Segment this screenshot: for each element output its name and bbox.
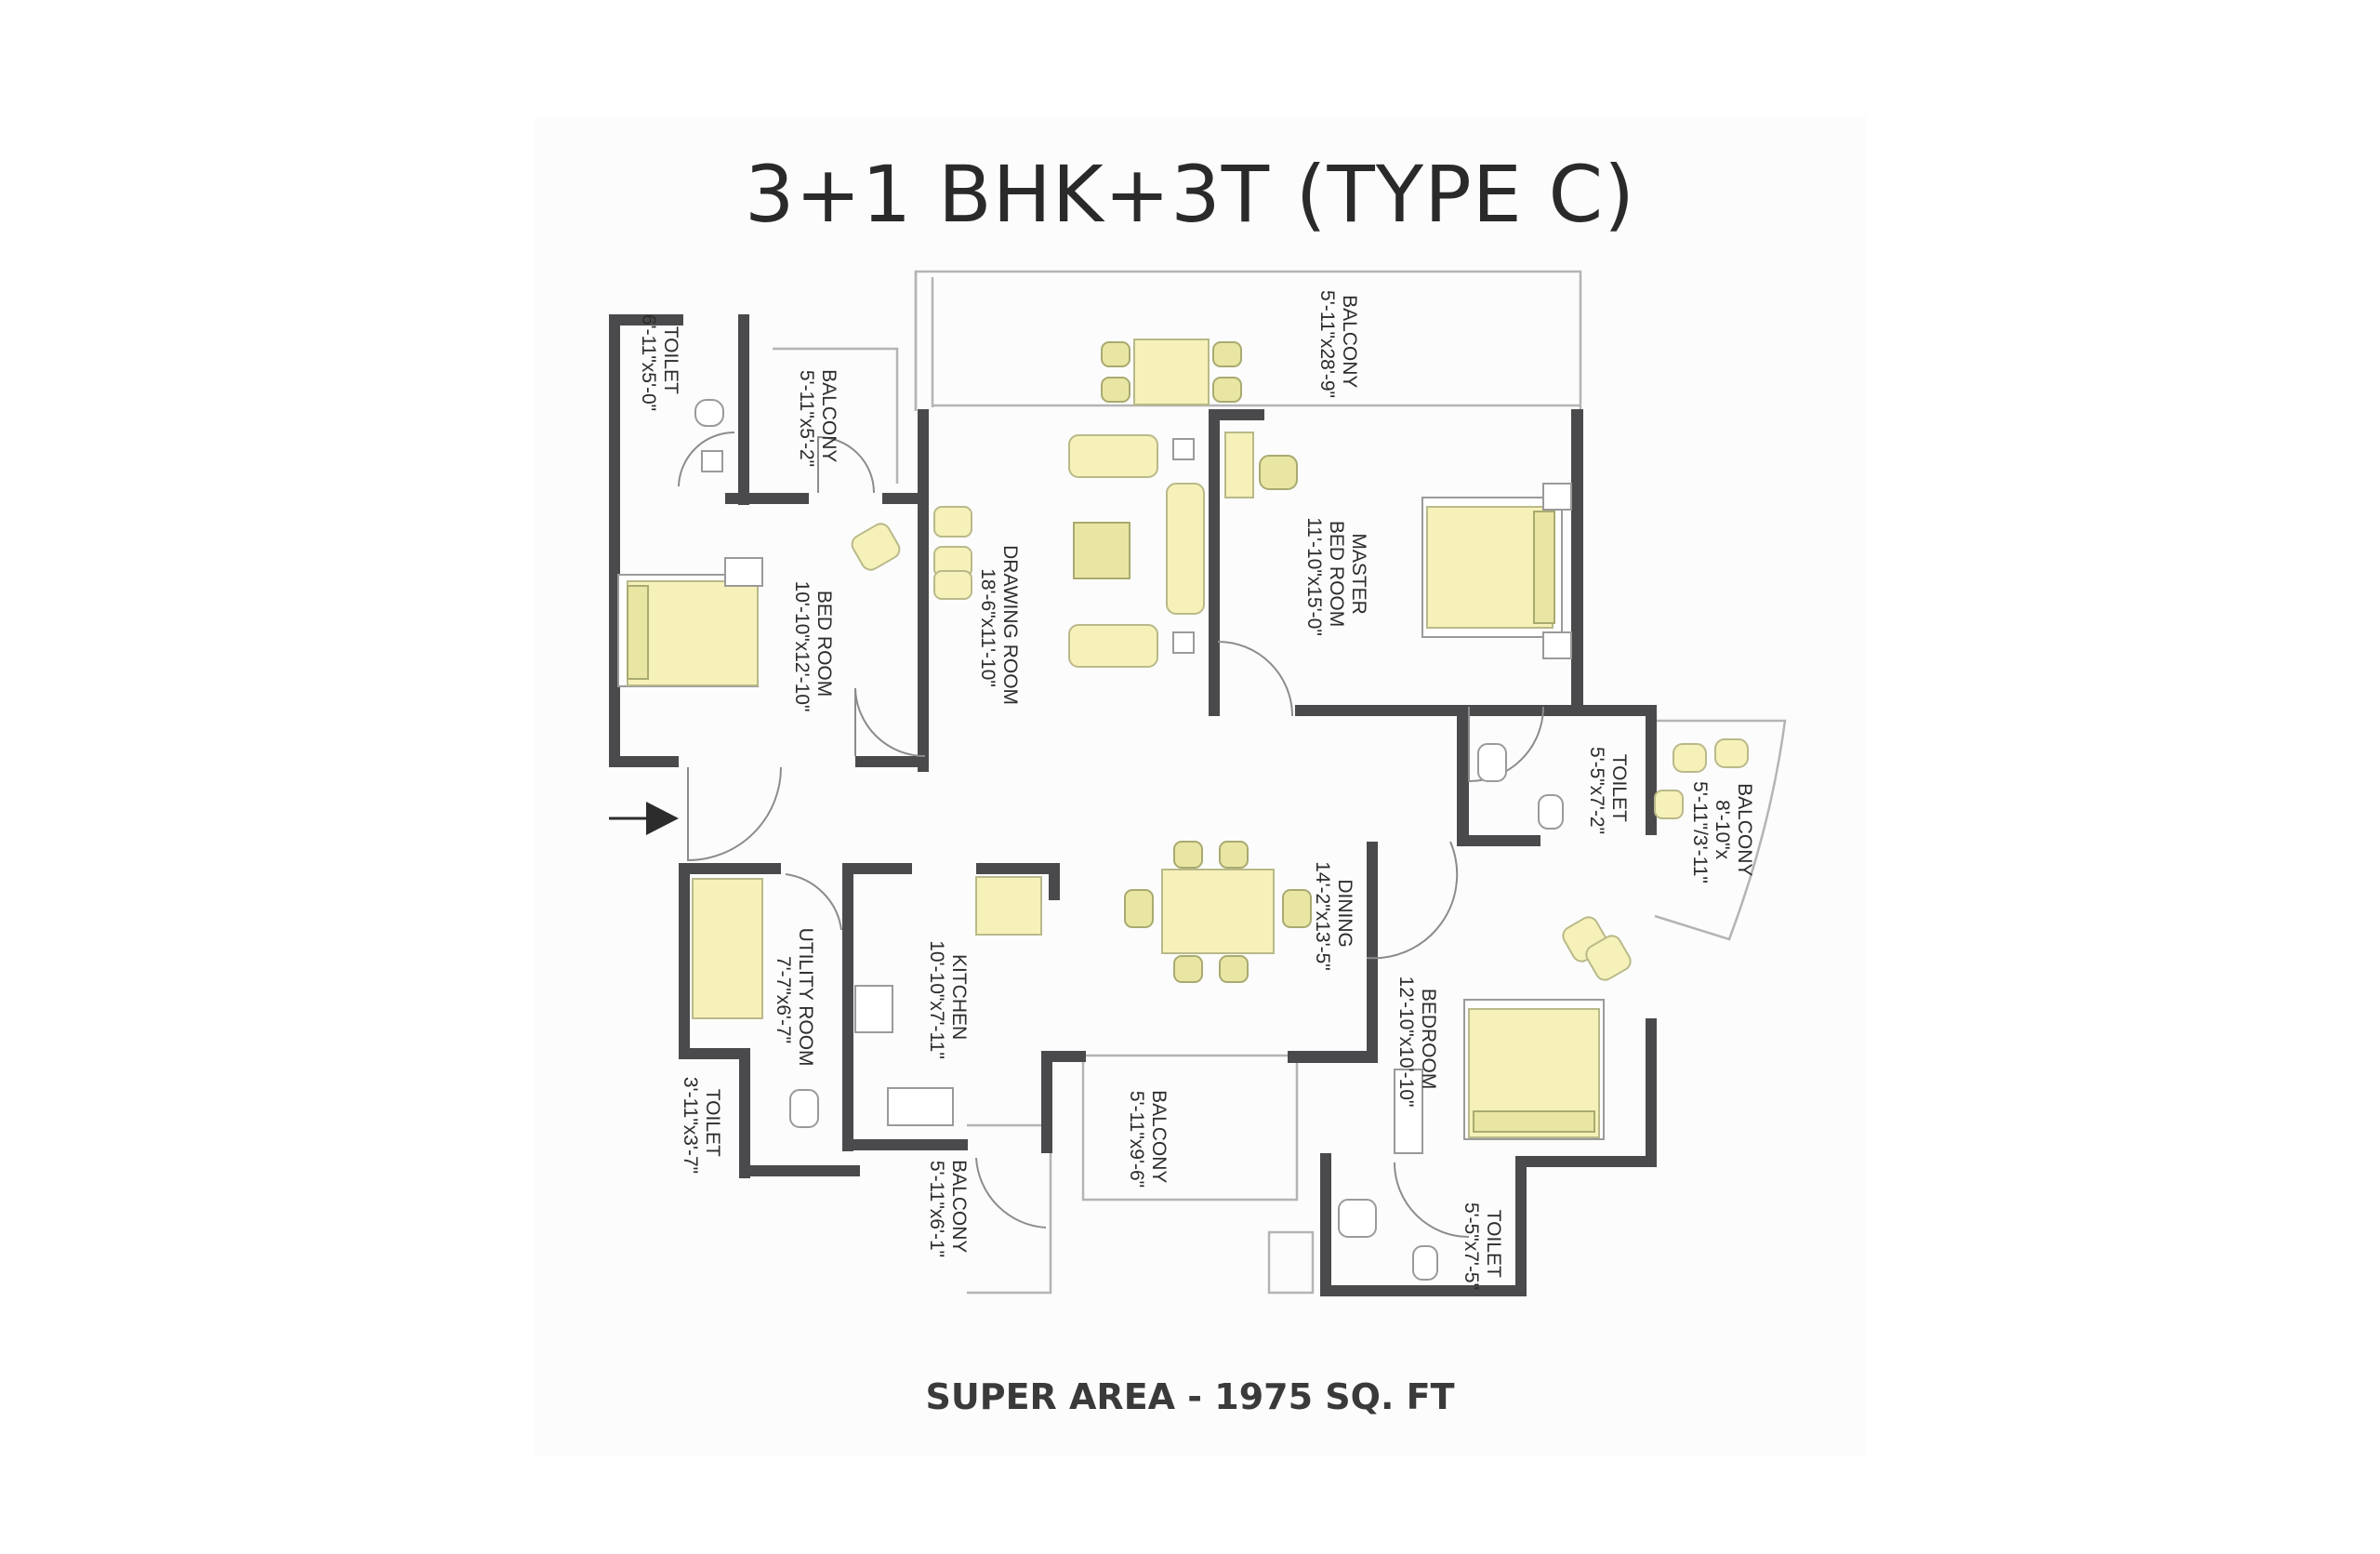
label-drawing-room: DRAWING ROOM 18'-6"x11'-10": [977, 545, 1021, 711]
label-balcony-s: BALCONY 5'-11"x6'-1": [926, 1160, 970, 1258]
toilet-fixtures-icon: [694, 399, 1564, 1281]
label-dining: DINING 14'-2"x13'-5": [1312, 861, 1355, 971]
balcony-outlines: [773, 270, 1787, 1295]
label-balcony-sc: BALCONY 5'-11"x9'-6": [1126, 1090, 1170, 1189]
dining-table-icon: [1101, 339, 1242, 405]
label-balcony-nw: BALCONY 5'-11"x5'-2": [796, 369, 840, 468]
label-toilet-e: TOILET 5'-5"x7'-2": [1586, 747, 1630, 834]
walls: [609, 314, 1657, 1296]
label-toilet-nw: TOILET 6'-11"x5'-0": [638, 314, 681, 411]
utility-counter-icon: [692, 878, 763, 1019]
label-balcony-top: BALCONY 5'-11"x28'-9": [1316, 290, 1360, 398]
label-bedroom-se: BEDROOM 12'-10"x10'-10": [1395, 976, 1439, 1108]
balcony-furniture-icon: [1654, 738, 1749, 819]
super-area-caption: SUPER AREA - 1975 SQ. FT: [925, 1376, 1455, 1417]
label-toilet-sw: TOILET 3'-11"x3'-7": [680, 1077, 723, 1174]
label-bedroom-w: BED ROOM 10'-10"x12'-10": [791, 581, 835, 712]
label-balcony-e: BALCONY 8'-10"x 5'-11"/3'-11": [1689, 781, 1755, 883]
bed-icon: [617, 557, 763, 687]
bedroom-se-bed-icon: [1463, 916, 1632, 1140]
dining-set-icon: [1124, 841, 1312, 983]
entrance-arrow-icon: [609, 802, 679, 835]
armchairs-icon: [851, 506, 972, 600]
sofa-set-icon: [1068, 434, 1205, 668]
plan-title: 3+1 BHK+3T (TYPE C): [745, 149, 1635, 240]
room-labels: TOILET 6'-11"x5'-0" BALCONY 5'-11"x5'-2"…: [638, 290, 1755, 1290]
label-utility-room: UTILITY ROOM 7'-7"x6'-7": [773, 928, 816, 1072]
label-master-bedroom: MASTER BED ROOM 11'-10"x15'-0": [1303, 517, 1369, 636]
door-swings: [678, 432, 1544, 1238]
kitchen-counter-icon: [854, 876, 1042, 1126]
label-toilet-se: TOILET 5'-5"x7'-5": [1461, 1202, 1504, 1290]
master-bed-icon: [1224, 432, 1572, 659]
label-kitchen: KITCHEN 10'-10"x7'-11": [926, 940, 970, 1059]
